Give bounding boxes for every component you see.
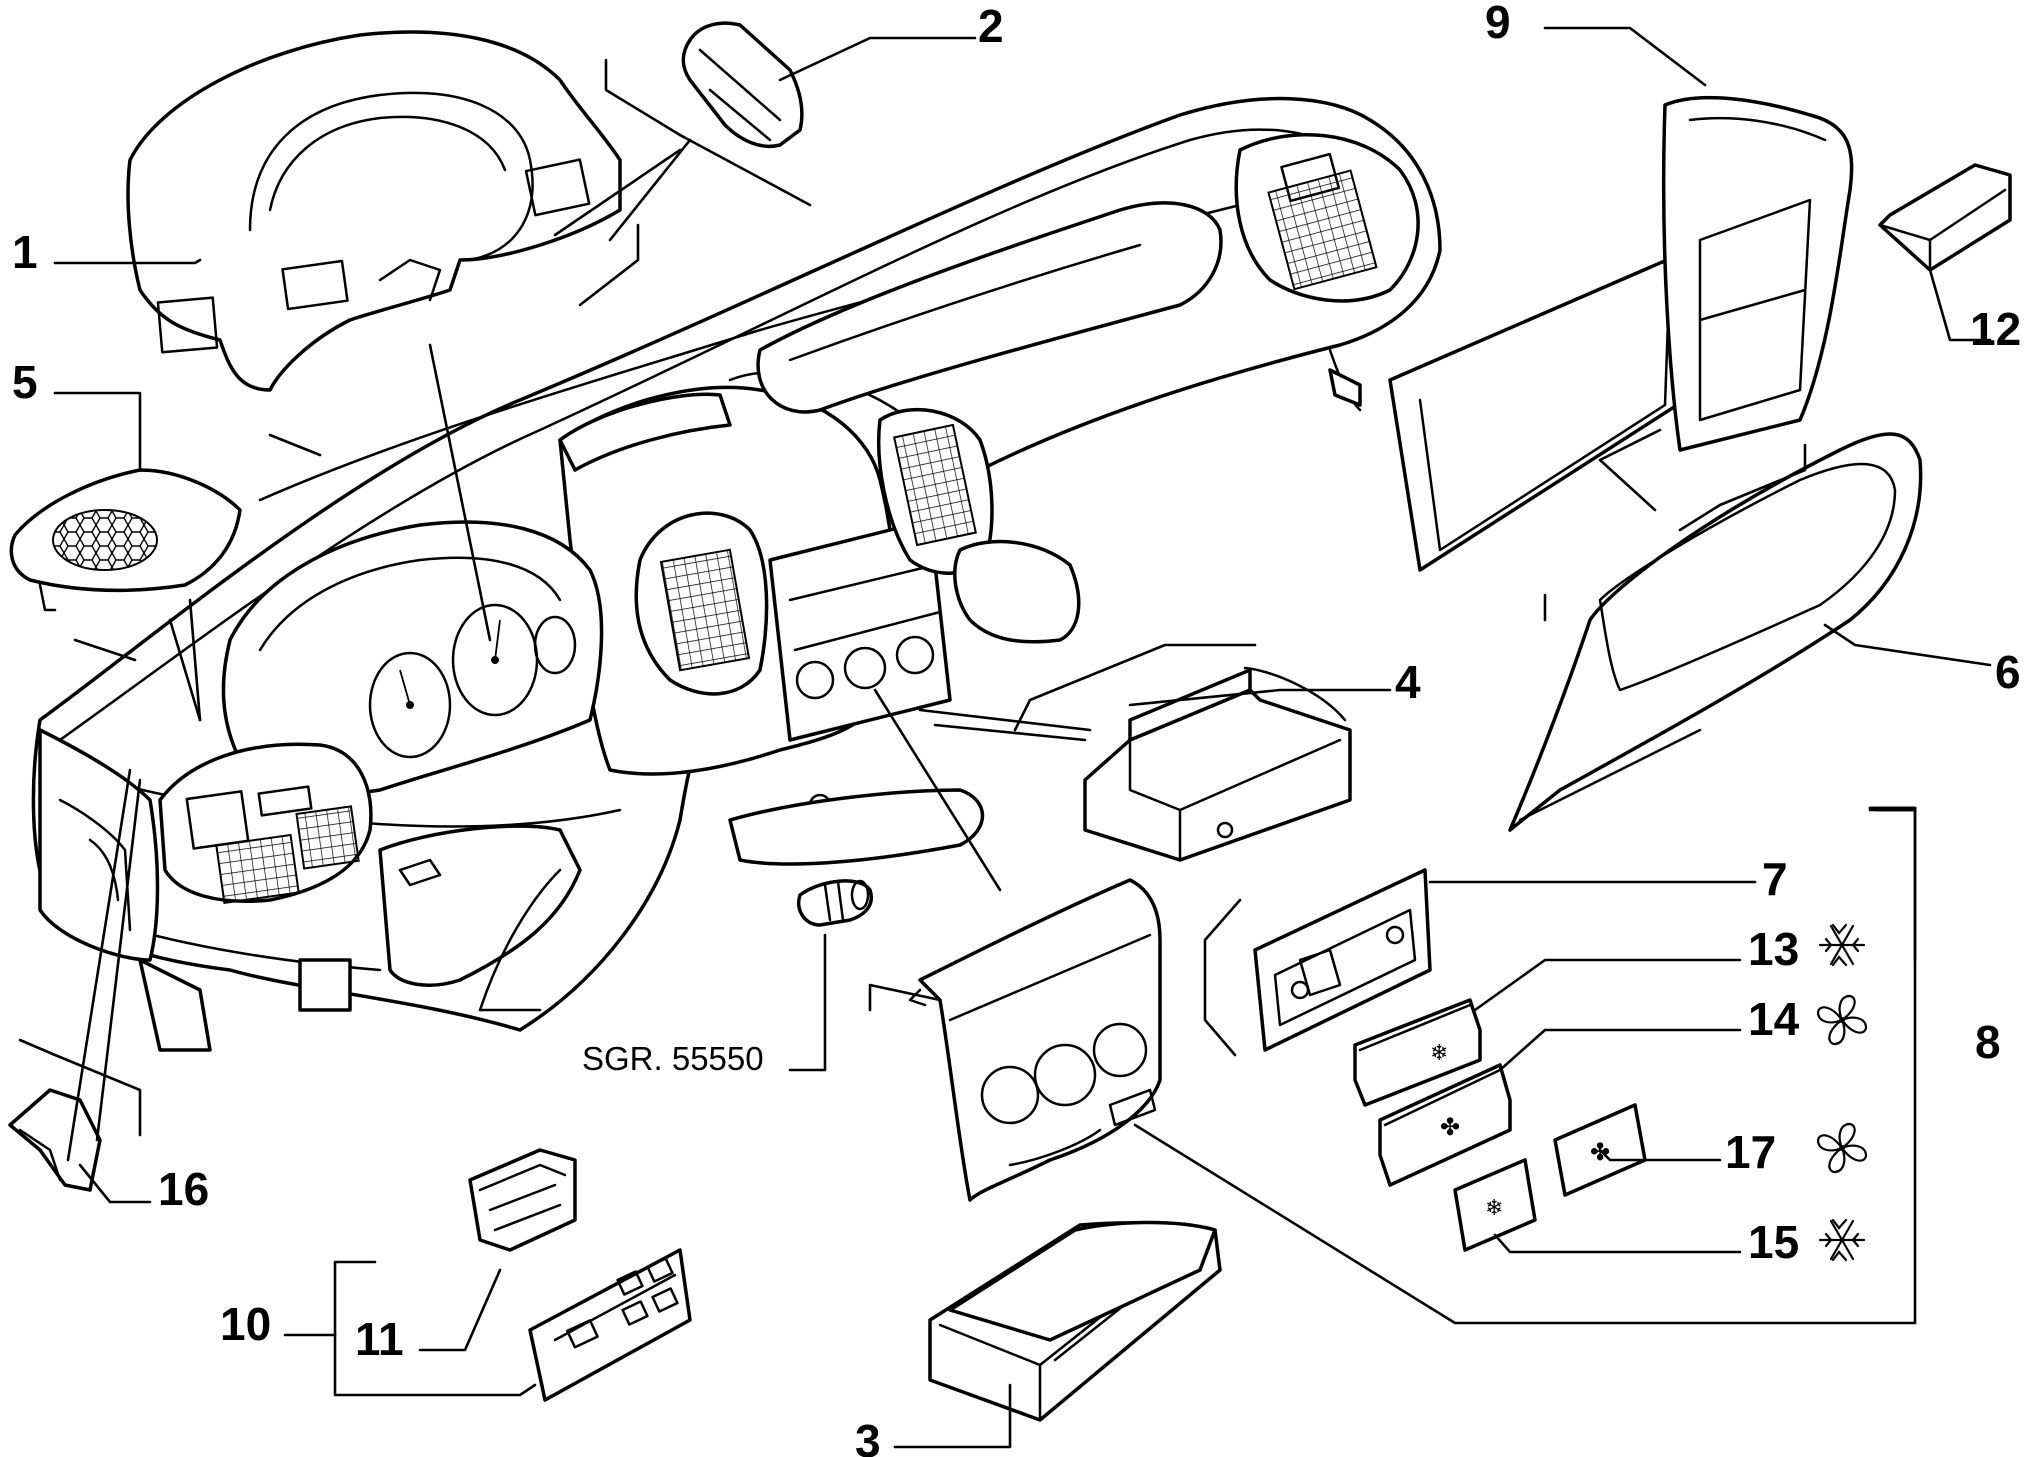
lighter-socket-part <box>797 879 873 927</box>
callout-13: 13 <box>1748 923 1799 975</box>
part-12-small-bracket <box>1878 163 2012 272</box>
part-7-climate-panel <box>1253 868 1432 1052</box>
callout-15: 15 <box>1748 1216 1799 1268</box>
callout-3: 3 <box>855 1415 881 1457</box>
fan-icon <box>1816 1122 1868 1174</box>
callout-12: 12 <box>1970 303 2021 355</box>
part-6-glovebox-frame <box>1508 432 1923 832</box>
button-15-snowflake-switch: ❄ <box>1453 1158 1537 1252</box>
callout-5: 5 <box>12 356 38 408</box>
button-14-fan-switch: ✤ <box>1378 1063 1512 1187</box>
part-2-switch-panel <box>681 21 804 148</box>
part-1-cluster-bezel <box>126 30 622 392</box>
callout-11: 11 <box>355 1313 404 1365</box>
dashboard-body <box>31 96 1442 1052</box>
callout-6: 6 <box>1995 646 2021 698</box>
callout-14: 14 <box>1748 993 1800 1045</box>
part-9-compartment-frame <box>1388 95 1854 572</box>
svg-text:❄: ❄ <box>1485 1195 1503 1220</box>
part-11-switch-housing <box>468 1148 577 1252</box>
callout-9: 9 <box>1485 0 1511 48</box>
callout-16: 16 <box>158 1163 209 1215</box>
part-10-switch-panel <box>528 1248 692 1402</box>
leader-lines <box>18 26 1992 1449</box>
part-16-clip <box>8 1088 102 1192</box>
snowflake-icon <box>1818 1218 1866 1262</box>
svg-text:❄: ❄ <box>1430 1040 1448 1065</box>
sgr-reference-label: SGR. 55550 <box>582 1040 764 1077</box>
button-13-snowflake-switch: ❄ <box>1353 998 1482 1107</box>
callout-10: 10 <box>220 1298 271 1350</box>
svg-text:✤: ✤ <box>1590 1139 1610 1166</box>
console-fascia <box>908 878 1162 1202</box>
part-3-storage-tray <box>928 1220 1222 1422</box>
callout-2: 2 <box>978 0 1004 52</box>
callout-1: 1 <box>12 226 38 278</box>
snowflake-icon <box>1818 923 1866 967</box>
callout-4: 4 <box>1395 656 1421 708</box>
callout-7: 7 <box>1762 853 1788 905</box>
fan-icon <box>1816 994 1868 1046</box>
part-5-speaker-cover <box>9 468 242 612</box>
callout-8: 8 <box>1975 1016 2001 1068</box>
callout-17: 17 <box>1725 1126 1776 1178</box>
callout-labels: 1 2 3 4 5 6 7 8 9 10 11 12 13 14 15 16 1… <box>12 0 2021 1457</box>
svg-text:✤: ✤ <box>1440 1114 1460 1141</box>
part-4-glovebox-box <box>1083 666 1352 862</box>
